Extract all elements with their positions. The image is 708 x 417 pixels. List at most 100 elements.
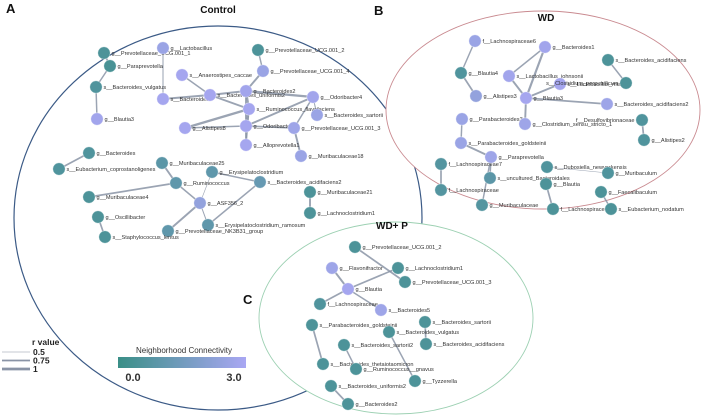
node-b-25	[604, 202, 618, 216]
node-c-9	[382, 325, 396, 339]
node-label-a-12: s__Ruminococcus_flavefaciens	[257, 107, 336, 113]
node-a-26	[82, 190, 96, 204]
node-b-24	[546, 202, 560, 216]
edge-a-13	[245, 96, 314, 127]
node-b-18	[483, 171, 497, 185]
node-label-a-30: g__Prevotellaceae_NK3B31_group	[176, 229, 264, 235]
nc-min: 0.0	[125, 372, 140, 384]
node-a-5	[175, 68, 189, 82]
node-label-a-14: g__Alistipes8	[193, 126, 226, 132]
node-label-a-22: g__Erysipelatoclostridium	[220, 170, 284, 176]
node-c-12	[316, 357, 330, 371]
node-a-16	[287, 121, 301, 135]
node-label-a-5: s__Anaerostipes_caccae	[190, 73, 253, 79]
node-label-a-25: g__Muribaculaceae21	[318, 190, 373, 196]
node-label-c-14: g__Tyzzerella	[423, 379, 458, 385]
node-label-b-0: f__Lachnospiraceae6	[483, 39, 537, 45]
panel-title-b: WD	[538, 13, 555, 24]
node-label-a-7: s__Bacteroides_uniformis2	[218, 93, 285, 99]
edge-c-6	[311, 324, 324, 365]
node-label-a-4: g__Lactobacillus	[171, 46, 213, 52]
edge-c-0	[354, 246, 406, 283]
node-c-3	[398, 275, 412, 289]
node-label-a-20: s__Eubacterium_coprostanoligenes	[67, 167, 156, 173]
node-c-6	[374, 303, 388, 317]
node-label-a-0: g__Prevotellaceae_UCG.001_1	[112, 51, 191, 57]
node-label-b-3: g__Blautia4	[469, 71, 499, 77]
node-c-7	[418, 315, 432, 329]
node-b-4	[502, 69, 516, 83]
edge-b-7	[525, 97, 608, 105]
node-label-c-13: g__Ruminococcus__gnavus	[364, 367, 434, 373]
node-label-a-15: g__Odoribacter1	[254, 124, 296, 130]
node-b-5	[553, 77, 567, 91]
node-a-28	[201, 218, 215, 232]
node-a-12	[242, 102, 256, 116]
node-label-b-25: s__Eubacterium_nodatum	[619, 207, 685, 213]
node-a-3	[90, 112, 104, 126]
node-label-a-9: g__Prevotellaceae_UCG.001_4	[271, 69, 350, 75]
node-c-8	[305, 318, 319, 332]
node-label-c-8: s__Parabacteroides_goldsteinii	[320, 323, 398, 329]
node-b-23	[475, 198, 489, 212]
node-b-1	[538, 40, 552, 54]
node-label-a-13: s__Bacteroides_sartorii	[325, 113, 383, 119]
node-label-b-14: g__Alistipes2	[652, 138, 685, 144]
node-label-b-15: f__Lachnospiraceae7	[449, 162, 503, 168]
node-label-a-3: g__Blautia3	[105, 117, 135, 123]
r-level-1: 0.75	[33, 356, 50, 366]
panel-letter-a: A	[6, 1, 16, 16]
node-a-15	[239, 119, 253, 133]
panel-title-a: Control	[200, 5, 236, 16]
node-a-29	[303, 206, 317, 220]
node-c-15	[324, 379, 338, 393]
node-label-b-21: g__Muribaculum	[616, 171, 658, 177]
panel-ellipse-b	[385, 10, 701, 210]
node-a-4	[156, 41, 170, 55]
node-b-8	[519, 91, 533, 105]
node-label-b-17: f__Lachnospiraceae	[449, 188, 499, 194]
edge-a-29	[211, 171, 261, 183]
nodes-layer: g__Prevotellaceae_UCG.001_1 g__Paraprevot…	[52, 34, 689, 411]
node-a-19	[82, 146, 96, 160]
edge-a-9	[245, 89, 314, 99]
edge-a-18	[245, 125, 295, 129]
node-b-15	[434, 157, 448, 171]
node-label-a-18: g__Muribaculaceae18	[309, 154, 364, 160]
node-a-9	[256, 64, 270, 78]
nc-colorbar	[118, 357, 246, 368]
node-label-a-1: g__Paraprevotella	[118, 64, 164, 70]
edge-a-17	[184, 125, 247, 129]
node-label-b-8: g__Blautia3	[534, 96, 564, 102]
node-label-b-24: f__Lachnospiraceae5	[561, 207, 615, 213]
node-label-a-26: g__Muribaculaceae4	[97, 195, 149, 201]
node-label-a-17: g__Alloprevotella1	[254, 143, 300, 149]
r-value-title: r value	[32, 337, 60, 347]
node-a-7	[203, 88, 217, 102]
node-a-13	[310, 108, 324, 122]
node-a-25	[303, 185, 317, 199]
node-label-c-16: g__Bacteroides2	[356, 402, 398, 408]
node-b-13	[454, 136, 468, 150]
edge-c-4	[347, 288, 382, 311]
node-a-27	[193, 196, 207, 210]
node-label-b-12: f__Desulfovibrionaceae	[576, 118, 634, 124]
node-label-b-6: s__Clostridium_perputrificum	[546, 81, 619, 87]
node-label-b-2: s__Bacteroides_acidifaciens	[616, 58, 687, 64]
node-label-b-5: s__Lactobacillus_murinus	[568, 82, 633, 88]
node-label-c-4: g__Blautia	[356, 287, 383, 293]
node-a-23	[169, 176, 183, 190]
node-label-a-6: s__Bacteroides5	[171, 97, 213, 103]
edge-b-1	[508, 46, 546, 77]
node-a-17	[239, 138, 253, 152]
node-b-9	[600, 97, 614, 111]
node-a-1	[103, 59, 117, 73]
node-label-b-9: s__Bacteroides_acidifaciens2	[615, 102, 689, 108]
node-label-c-2: g__Lachnoclostridium1	[406, 266, 464, 272]
node-label-b-23: g__Muribaculaceae	[490, 203, 539, 209]
node-label-a-31: g__Oscillibacter	[106, 215, 146, 221]
node-label-c-1: g__Flavonifractor	[340, 266, 383, 272]
